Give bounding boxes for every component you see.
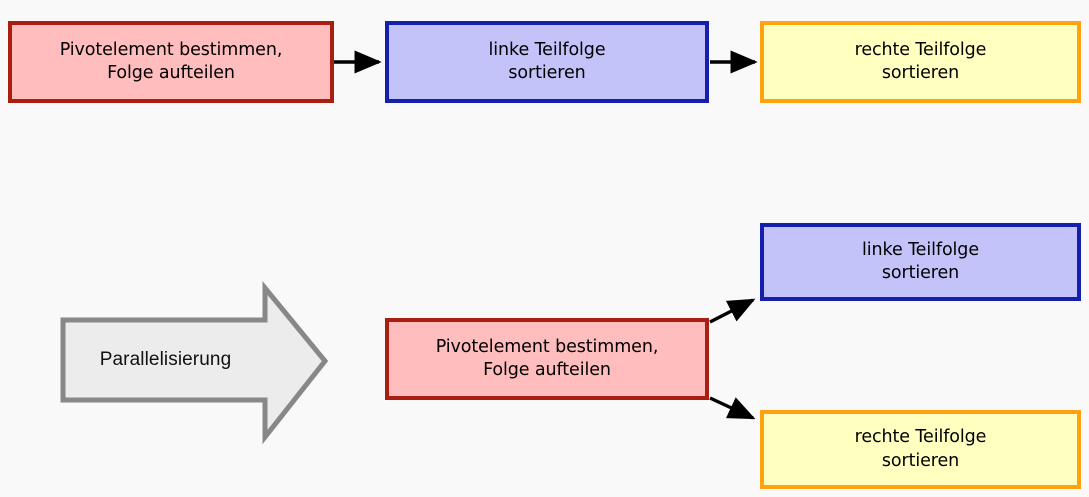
node-label: Pivotelement bestimmen,Folge aufteilen — [435, 336, 659, 380]
node-top-pivotelement[interactable]: Pivotelement bestimmen,Folge aufteilen — [8, 21, 334, 103]
node-label: Pivotelement bestimmen,Folge aufteilen — [59, 39, 283, 83]
connector-bottom-pivot-to-right — [709, 396, 756, 420]
connector-bottom-pivot-to-left — [709, 298, 756, 324]
parallelisierung-label: Parallelisierung — [99, 349, 232, 370]
node-bottom-pivotelement[interactable]: Pivotelement bestimmen,Folge aufteilen — [385, 318, 709, 400]
